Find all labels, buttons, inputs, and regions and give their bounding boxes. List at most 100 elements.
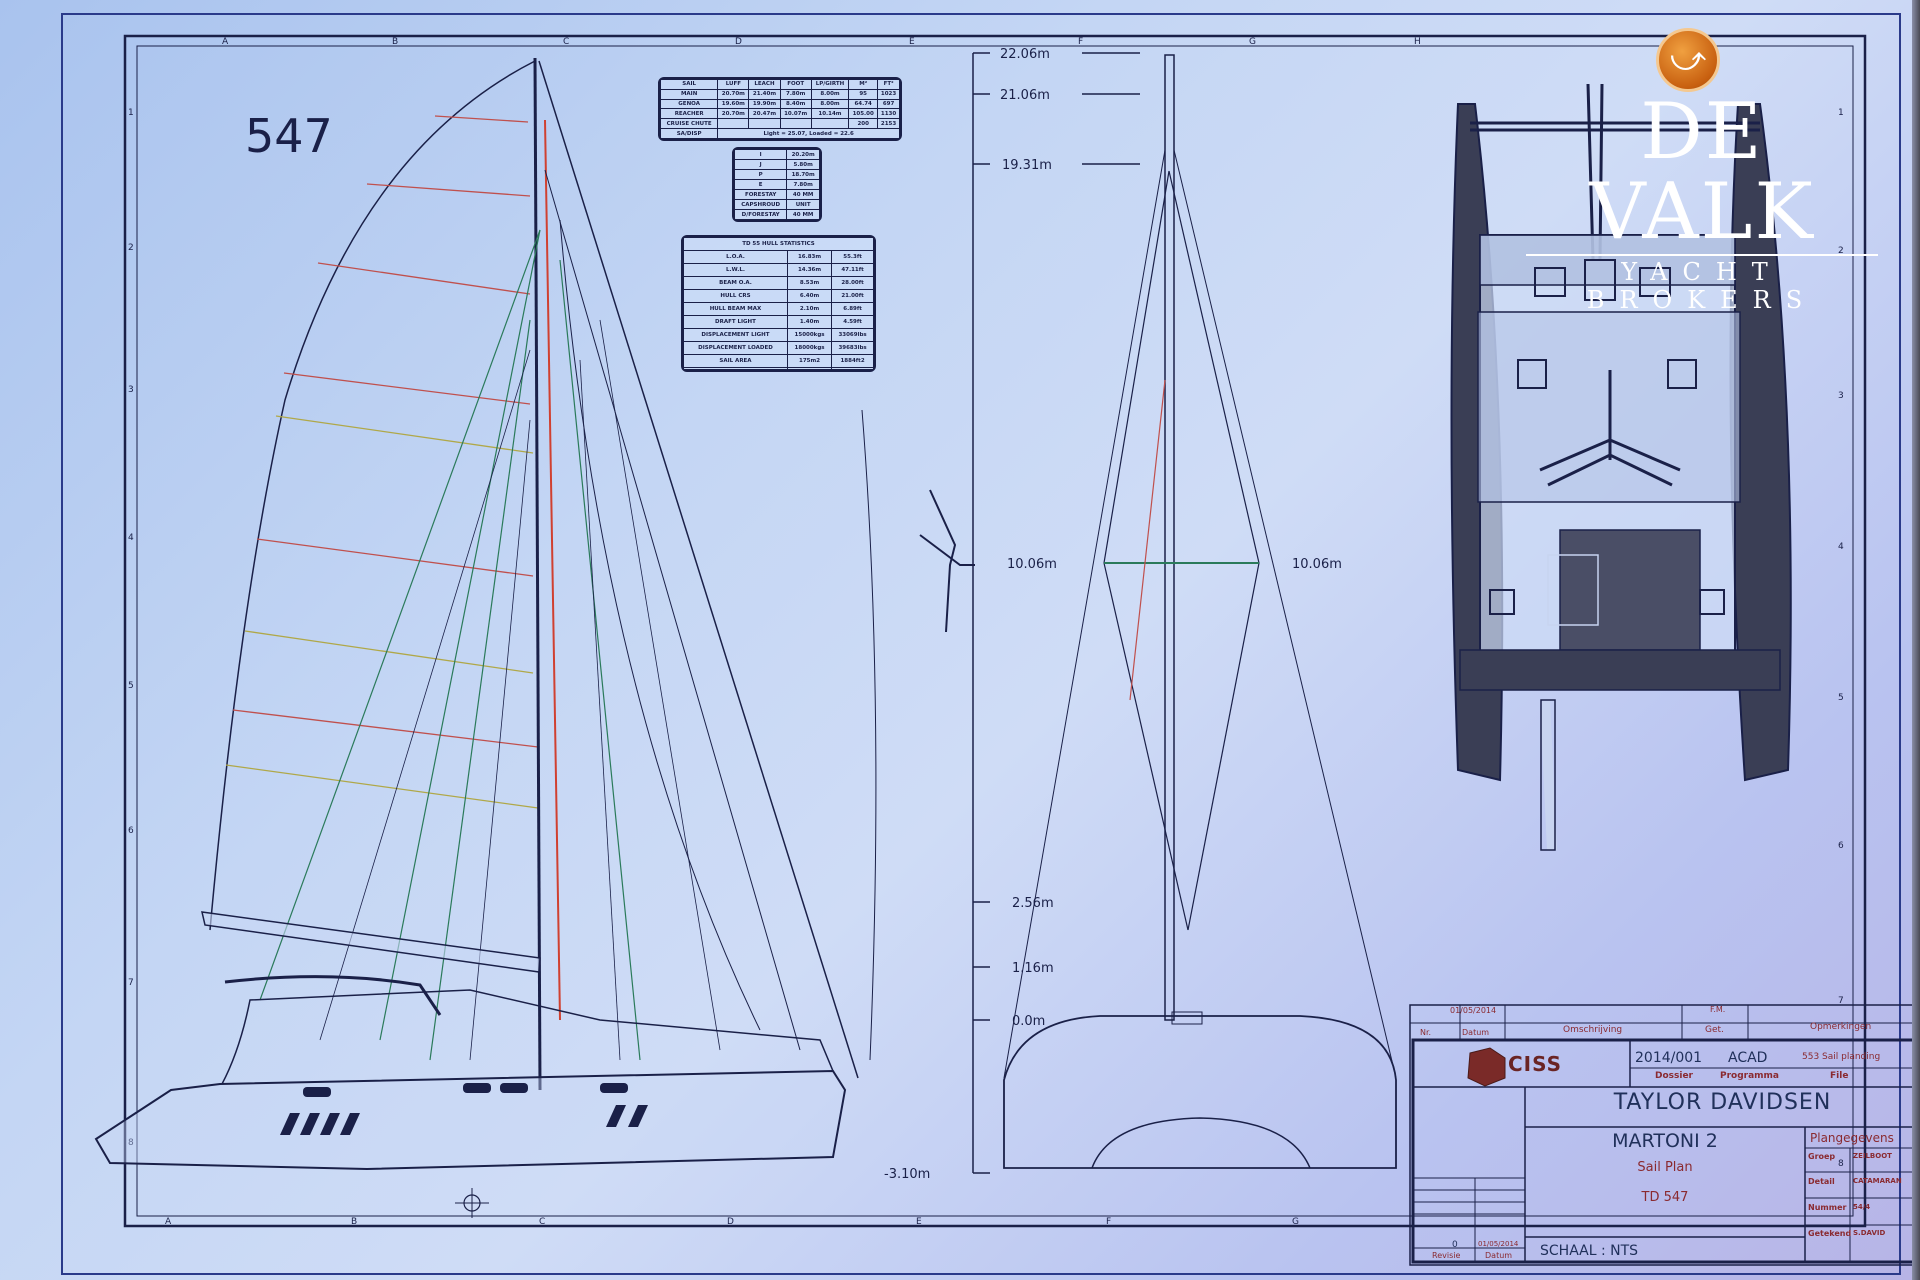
grid-column-label: F [1106, 1217, 1111, 1227]
grid-row-label: 1 [128, 108, 134, 118]
hull-front [1003, 1015, 1397, 1169]
revision-label: Revisie [1432, 1251, 1461, 1260]
file-value: 553 Sail planding [1802, 1052, 1881, 1062]
grid-column-label: C [563, 37, 569, 47]
grid-row-label: 6 [1838, 841, 1844, 851]
grid-column-label: G [1292, 1217, 1299, 1227]
height-label: 21.06m [1000, 88, 1050, 103]
dossier-label: Dossier [1655, 1071, 1693, 1081]
plan-row-value: 54/4 [1853, 1203, 1871, 1211]
table-cell: 33069lbs [831, 328, 874, 342]
spreader-height-label: 10.06m [1292, 557, 1342, 572]
grid-column-label: G [1249, 37, 1256, 47]
grid-row-label: 1 [1838, 108, 1844, 118]
spreader-height-label: 10.06m [1007, 557, 1057, 572]
mainsail-leech [209, 60, 536, 931]
mainsail-battens [225, 115, 539, 809]
grid-row-label: 4 [128, 533, 134, 543]
forestay [538, 60, 859, 1079]
wind-vane-detail [919, 489, 975, 633]
height-label: 22.06m [1000, 47, 1050, 62]
photo-edge [1912, 0, 1920, 1280]
hull-side [94, 1069, 847, 1171]
height-label: 19.31m [1002, 158, 1052, 173]
boom [201, 911, 541, 973]
table-cell: 40 MM [786, 209, 820, 220]
programma-value: ACAD [1728, 1050, 1768, 1066]
client-name: TAYLOR DAVIDSEN [1613, 1090, 1832, 1115]
grid-row-label: 7 [1838, 996, 1844, 1006]
grid-row-label: 2 [1838, 246, 1844, 256]
hull-windows [280, 1083, 648, 1135]
grid-frame [136, 45, 1854, 1217]
programma-label: Programma [1720, 1071, 1780, 1081]
grid-column-label: B [392, 37, 398, 47]
mast-side [533, 57, 542, 1091]
company-logo-text: CISS [1508, 1052, 1563, 1076]
grid-row-label: 3 [1838, 391, 1844, 401]
plan-row-value: ZEILBOOT [1853, 1152, 1892, 1160]
grid-column-label: A [165, 1217, 172, 1227]
col-opmerkingen: Opmerkingen [1810, 1022, 1872, 1032]
grid-row-label: 2 [128, 243, 134, 253]
table-cell [786, 367, 833, 370]
drawing-number: 547 [245, 109, 333, 163]
revision-date-label: Datum [1485, 1251, 1513, 1260]
mast-front [1164, 54, 1175, 1021]
ciss-logo-mark [1467, 1047, 1506, 1087]
plan-row-value: S.DAVID [1853, 1229, 1886, 1237]
revision-row-date: 01/05/2014 [1450, 1006, 1497, 1015]
waterline-label: 0.0m [1012, 1014, 1045, 1029]
drawing-title: Sail Plan [1637, 1160, 1693, 1175]
plan-row-value: CATAMARAN [1853, 1177, 1902, 1185]
grid-column-label: D [727, 1217, 734, 1227]
grid-row-label: 5 [128, 681, 134, 691]
brand-name: DE VALK [1589, 87, 1815, 257]
grid-row-label: 4 [1838, 542, 1844, 552]
transom [1459, 649, 1781, 691]
table-cell: 15000kgs [786, 328, 833, 342]
plan-row-label: Groep [1808, 1152, 1836, 1161]
dossier-value: 2014/001 [1635, 1050, 1703, 1066]
table-cell: 16.83m [786, 250, 833, 264]
plan-row-label: Detail [1808, 1177, 1835, 1186]
brand-divider [1526, 254, 1878, 256]
grid-row-label: 6 [128, 826, 134, 836]
grid-reference-labels: ABCDEFGHABCDEFG1122334455667788 [128, 37, 1844, 1227]
forward-crossbeam [1470, 121, 1760, 132]
front-view [1003, 54, 1397, 1169]
reacher-luff [861, 409, 877, 1061]
grid-row-label: 5 [1838, 693, 1844, 703]
brand-tagline: YACHT BROKERS [1586, 258, 1818, 314]
inner-frame [123, 34, 1867, 1228]
table-row [683, 367, 874, 370]
table-cell [831, 367, 874, 370]
grid-row-label: 3 [128, 385, 134, 395]
grid-row-label: 8 [1838, 1159, 1844, 1169]
height-scale [972, 52, 1140, 1174]
grid-column-label: E [909, 37, 915, 47]
de-valk-watermark: DE VALK YACHT BROKERS [1522, 92, 1882, 314]
drawing-code: TD 547 [1641, 1190, 1689, 1205]
table-cell: Light = 25.07, Loaded = 22.6 [717, 128, 900, 139]
grid-column-label: F [1078, 37, 1083, 47]
plan-row-label: Nummer [1808, 1203, 1847, 1212]
height-label: 2.56m [1012, 896, 1054, 911]
outer-frame [61, 13, 1901, 1275]
top-view [1450, 83, 1792, 851]
grid-column-label: E [916, 1217, 922, 1227]
grid-column-label: B [351, 1217, 357, 1227]
scale-label: SCHAAL : NTS [1540, 1243, 1639, 1259]
deckhouse [221, 989, 834, 1085]
revision-value: 0 [1452, 1240, 1458, 1250]
bimini-frame [224, 975, 442, 1016]
